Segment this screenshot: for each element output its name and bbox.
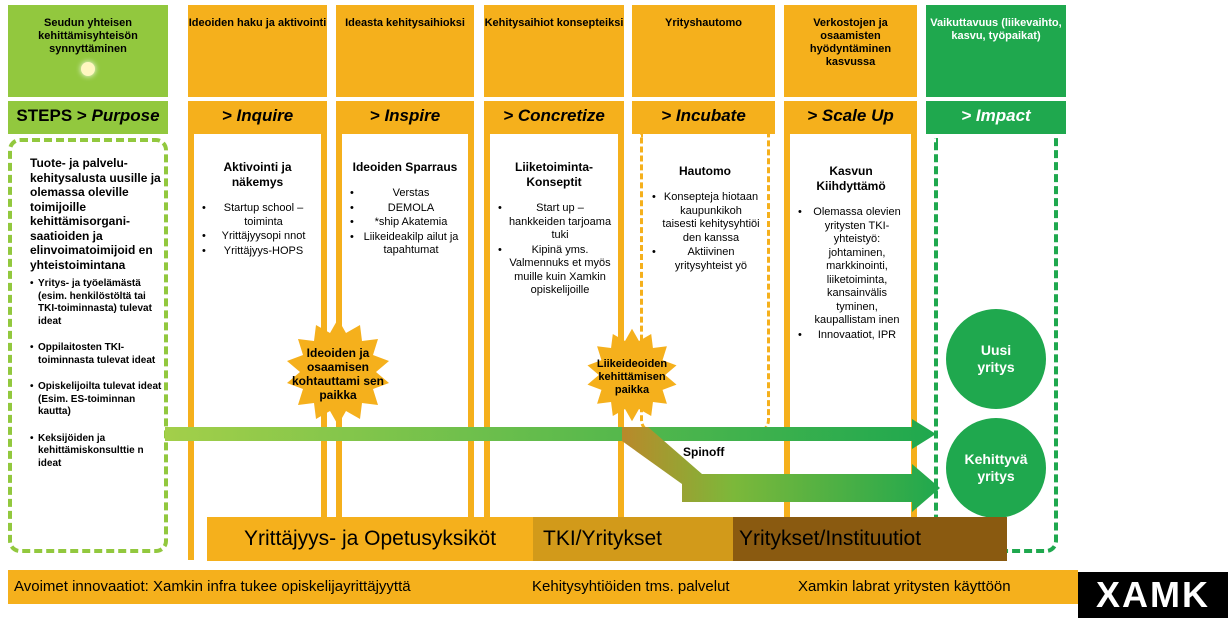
header-incubate: Yrityshautomo: [632, 5, 775, 97]
purpose-content: Tuote- ja palvelu-kehitysalusta uusille …: [30, 156, 162, 470]
list-item: Startup school – toiminta: [200, 202, 315, 229]
label-concretize: > Concretize: [484, 101, 624, 134]
starburst-badge-2: [587, 328, 677, 422]
column-concretize-list: Start up – hankkeiden tarjoama tuki Kipi…: [496, 202, 612, 298]
header-impact: Vaikuttavuus (liikevaihto, kasvu, työpai…: [926, 5, 1066, 97]
purpose-list: •Yritys- ja työelämästä (esim. henkilöst…: [30, 278, 162, 470]
list-item: *ship Akatemia: [348, 216, 462, 230]
column-scaleup-title: Kasvun Kiihdyttämö: [816, 164, 886, 193]
label-scaleup: > Scale Up: [784, 101, 917, 134]
purpose-item: •Oppilaitosten TKI-toiminnasta tulevat i…: [30, 342, 156, 366]
band-yritykset: Yritykset/Instituutiot: [733, 517, 1007, 561]
label-inquire: > Inquire: [188, 101, 327, 134]
pillar-scaleup: [784, 134, 917, 560]
purpose-item-text: Yritys- ja työelämästä (esim. henkilöstö…: [38, 278, 152, 327]
purpose-item-text: Oppilaitosten TKI-toiminnasta tulevat id…: [38, 342, 156, 366]
header-concretize: Kehitysaihiot konsepteiksi: [484, 5, 624, 97]
purpose-item-text: Opiskelijoilta tulevat ideat (Esim. ES-t…: [38, 381, 162, 417]
xamk-logo: XAMK: [1078, 572, 1228, 618]
header-incubate-text: Yrityshautomo: [664, 17, 742, 29]
header-separator: [0, 97, 1232, 100]
circle-uusi-text: Uusi yritys: [977, 342, 1015, 375]
purpose-item: •Opiskelijoilta tulevat ideat (Esim. ES-…: [30, 381, 162, 417]
list-item: Start up – hankkeiden tarjoama tuki: [496, 202, 612, 243]
column-scaleup: Kasvun Kiihdyttämö Olemassa olevien yrit…: [796, 164, 906, 343]
list-item: DEMOLA: [348, 202, 462, 216]
list-item: Konsepteja hiotaan kaupunkikoh taisesti …: [650, 191, 760, 245]
circle-kehittyva-yritys: Kehittyvä yritys: [946, 418, 1046, 518]
header-purpose-text: Seudun yhteisen kehittämisyhteisön synny…: [38, 17, 138, 55]
list-item: Kipinä yms. Valmennuks et myös muille ku…: [496, 244, 612, 298]
list-item: Verstas: [348, 187, 462, 201]
column-incubate: Hautomo Konsepteja hiotaan kaupunkikoh t…: [650, 164, 760, 274]
column-concretize-title: Liiketoiminta-Konseptit: [514, 160, 593, 189]
spinoff-arrow: [622, 427, 940, 512]
purpose-main-text: Tuote- ja palvelu-kehitysalusta uusille …: [30, 156, 161, 272]
column-inspire-title: Ideoiden Sparraus: [352, 160, 458, 174]
bottom-text-3: Xamkin labrat yritysten käyttöön: [798, 578, 1011, 595]
band-tki: TKI/Yritykset: [533, 517, 733, 561]
main-arrow: [165, 419, 936, 449]
header-inspire-text: Ideasta kehitysaihioksi: [345, 17, 465, 29]
label-purpose-text: Purpose: [91, 106, 160, 125]
list-item: Olemassa olevien yritysten TKI-yhteistyö…: [796, 206, 906, 328]
label-impact: > Impact: [926, 101, 1066, 134]
header-purpose: Seudun yhteisen kehittämisyhteisön synny…: [8, 5, 168, 97]
column-incubate-list: Konsepteja hiotaan kaupunkikoh taisesti …: [650, 191, 760, 273]
label-purpose: STEPS > Purpose: [8, 101, 168, 134]
bottom-text-2: Kehitysyhtiöiden tms. palvelut: [532, 578, 730, 595]
column-scaleup-list: Olemassa olevien yritysten TKI-yhteistyö…: [796, 206, 906, 342]
badge-2-text: Liikeideoiden kehittämisen paikka: [596, 358, 668, 396]
column-concretize: Liiketoiminta-Konseptit Start up – hankk…: [496, 160, 612, 299]
purpose-item-text: Keksijöiden ja kehittämiskonsulttie n id…: [38, 432, 144, 469]
purpose-item: •Keksijöiden ja kehittämiskonsulttie n i…: [30, 432, 144, 469]
column-inquire: Aktivointi ja näkemys Startup school – t…: [200, 160, 315, 259]
spinoff-label: Spinoff: [683, 445, 725, 459]
header-inquire: Ideoiden haku ja aktivointi: [188, 5, 327, 97]
column-inspire-list: Verstas DEMOLA *ship Akatemia Liikeideak…: [348, 187, 462, 258]
lightbulb-icon: [81, 62, 95, 76]
column-inquire-title: Aktivointi ja näkemys: [223, 160, 292, 189]
purpose-item: •Yritys- ja työelämästä (esim. henkilöst…: [30, 278, 152, 327]
header-impact-text: Vaikuttavuus (liikevaihto, kasvu, työpai…: [930, 17, 1062, 42]
purpose-box: [8, 138, 168, 553]
header-scaleup: Verkostojen ja osaamisten hyödyntäminen …: [784, 5, 917, 97]
circle-kehittyva-text: Kehittyvä yritys: [964, 451, 1028, 484]
band-yrittajyys: Yrittäjyys- ja Opetusyksiköt: [207, 517, 533, 561]
list-item: Yrittäjyysopi nnot: [200, 230, 315, 244]
label-steps: STEPS >: [16, 106, 92, 125]
list-item: Innovaatiot, IPR: [796, 329, 906, 343]
circle-uusi-yritys: Uusi yritys: [946, 309, 1046, 409]
list-item: Liikeideakilp ailut ja tapahtumat: [348, 231, 462, 258]
header-concretize-text: Kehitysaihiot konsepteiksi: [484, 17, 624, 29]
list-item: Aktiivinen yritysyhteist yö: [650, 246, 760, 273]
badge-1-text: Ideoiden ja osaamisen kohtauttami sen pa…: [291, 346, 384, 402]
bottom-text-1: Avoimet innovaatiot: Xamkin infra tukee …: [14, 578, 411, 595]
bottom-strip: Avoimet innovaatiot: Xamkin infra tukee …: [8, 570, 1078, 604]
list-item: Yrittäjyys-HOPS: [200, 245, 315, 259]
starburst-badge-1: [287, 319, 389, 425]
header-scaleup-text: Verkostojen ja osaamisten hyödyntäminen …: [809, 17, 892, 68]
label-incubate: > Incubate: [632, 101, 775, 134]
label-inspire: > Inspire: [336, 101, 474, 134]
header-inspire: Ideasta kehitysaihioksi: [336, 5, 474, 97]
header-inquire-text: Ideoiden haku ja aktivointi: [188, 17, 327, 29]
column-inquire-list: Startup school – toiminta Yrittäjyysopi …: [200, 202, 315, 258]
column-incubate-title: Hautomo: [679, 164, 731, 178]
column-inspire: Ideoiden Sparraus Verstas DEMOLA *ship A…: [348, 160, 462, 259]
